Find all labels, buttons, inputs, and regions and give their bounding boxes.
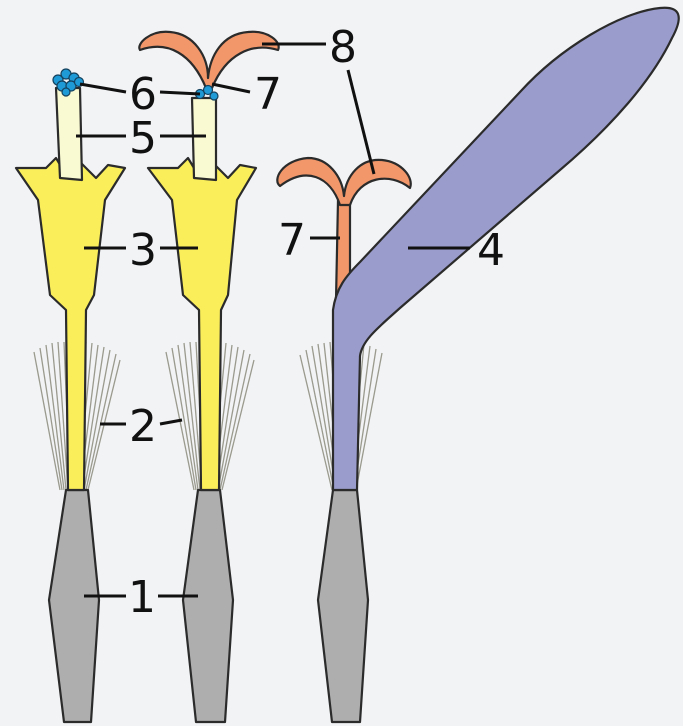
label-anther-tube: 5 bbox=[129, 113, 157, 164]
label-pappus: 2 bbox=[129, 401, 157, 452]
label-style-bottom: 7 bbox=[278, 215, 306, 266]
label-stigma: 8 bbox=[329, 22, 357, 73]
label-style-top: 7 bbox=[254, 69, 282, 120]
corolla bbox=[16, 158, 125, 490]
ligule bbox=[333, 8, 679, 490]
label-ovary: 1 bbox=[128, 572, 156, 623]
label-ligule: 4 bbox=[477, 225, 505, 276]
stigma-arms bbox=[277, 158, 410, 205]
ovary bbox=[49, 490, 99, 722]
anther-tube bbox=[56, 88, 82, 180]
anther-tube bbox=[192, 98, 216, 180]
floret-1 bbox=[16, 69, 125, 722]
label-corolla: 3 bbox=[129, 225, 157, 276]
ovary bbox=[318, 490, 368, 722]
floret-3 bbox=[277, 8, 678, 722]
label-pollen: 6 bbox=[129, 69, 157, 120]
labels: 1 2 3 5 6 7 8 7 4 bbox=[128, 22, 505, 623]
ovary bbox=[183, 490, 233, 722]
corolla bbox=[148, 158, 256, 490]
